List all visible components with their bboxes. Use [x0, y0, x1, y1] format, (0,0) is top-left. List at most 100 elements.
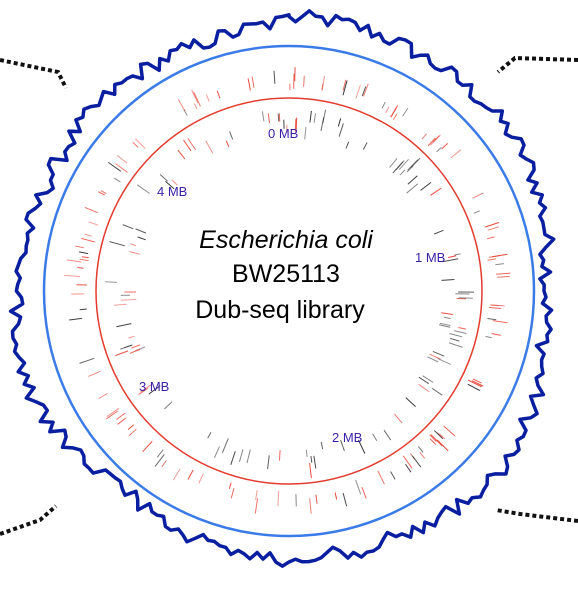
fragment-mark-dark — [122, 224, 134, 230]
fragment-mark-red — [183, 139, 192, 152]
fragment-mark-dark — [337, 118, 342, 127]
fragment-mark-dark — [156, 449, 164, 458]
fragment-mark-dark — [246, 449, 251, 464]
fragment-mark-dark — [362, 142, 368, 150]
fragment-mark-dark — [148, 385, 161, 395]
fragment-mark-red — [127, 424, 135, 430]
fragment-mark-red — [447, 255, 457, 258]
fragment-mark-dark — [417, 446, 424, 453]
fragment-mark-red — [491, 304, 499, 307]
fragment-mark-red — [129, 348, 141, 354]
fragment-mark-dark — [207, 431, 212, 439]
fragment-mark-dark — [442, 258, 459, 263]
fragment-mark-red — [450, 149, 462, 159]
fragment-mark-red — [113, 303, 127, 306]
fragment-mark-red — [472, 378, 482, 384]
fragment-mark-dark — [406, 183, 419, 194]
fragment-mark-dark — [392, 161, 404, 174]
fragment-mark-dark — [406, 165, 414, 173]
fragment-mark-red — [427, 137, 436, 147]
fragment-mark-dark — [109, 241, 125, 247]
fragment-mark-dark — [355, 479, 362, 495]
fragment-mark-dark — [431, 387, 443, 396]
fragment-mark-dark — [137, 236, 146, 241]
fragment-mark-dark — [320, 441, 324, 450]
fragment-mark-red — [295, 117, 298, 133]
fragment-mark-dark — [221, 438, 229, 453]
fragment-mark-red — [355, 84, 361, 99]
fragment-mark-dark — [165, 180, 175, 190]
inner-ring — [95, 97, 483, 485]
fragment-mark-dark — [381, 101, 386, 109]
fragment-mark-red — [117, 417, 127, 425]
fragment-mark-dark — [273, 70, 276, 84]
fragment-mark-dark — [473, 210, 480, 214]
fragment-mark-red — [342, 79, 347, 91]
fragment-mark-dark — [357, 439, 366, 454]
fragment-mark-red — [362, 83, 369, 97]
fragment-mark-red — [496, 272, 511, 275]
fragment-mark-dark — [79, 357, 95, 364]
tick-label-1mb: 1 MB — [415, 250, 445, 265]
fragment-mark-red — [198, 473, 204, 484]
fragment-mark-dark — [450, 337, 460, 342]
fragment-mark-red — [421, 133, 427, 140]
coverage-trace — [8, 9, 556, 568]
fragment-mark-red — [436, 439, 449, 452]
fragment-mark-dark — [154, 454, 165, 467]
fragment-mark-dark — [338, 123, 344, 137]
tick-label-2mb: 2 MB — [332, 430, 362, 445]
fragment-mark-red — [486, 236, 495, 240]
fragment-mark-dark — [116, 323, 132, 328]
fragment-mark-dark — [79, 251, 89, 255]
fragment-mark-red — [81, 256, 89, 259]
fragment-mark-red — [193, 91, 201, 107]
fragment-mark-red — [193, 103, 198, 110]
fragment-mark-red — [205, 140, 214, 154]
fragment-mark-red — [120, 298, 137, 301]
fragment-mark-dark — [402, 107, 409, 117]
fragment-mark-dark — [310, 456, 313, 463]
fragment-mark-red — [247, 78, 251, 91]
fragment-mark-dark — [159, 174, 168, 182]
fragment-mark-red — [77, 267, 84, 269]
fragment-mark-red — [105, 410, 118, 420]
fragment-mark-red — [487, 258, 496, 261]
fragment-mark-red — [106, 407, 120, 418]
fragment-mark-dark — [433, 430, 444, 440]
fragment-mark-red — [191, 89, 199, 104]
fragment-mark-red — [429, 434, 437, 442]
fragment-mark-dark — [313, 455, 317, 469]
fragment-mark-red — [116, 154, 128, 164]
fragment-mark-dark — [305, 449, 308, 458]
fragment-mark-red — [267, 113, 270, 124]
fragment-mark-dark — [441, 279, 455, 281]
fragment-mark-red — [66, 259, 82, 263]
fragment-mark-dark — [487, 318, 497, 321]
fragment-mark-dark — [495, 263, 505, 266]
fragment-mark-dark — [383, 429, 392, 441]
fragment-mark-dark — [420, 182, 432, 191]
fragment-mark-dark — [418, 376, 429, 385]
fragment-mark-red — [458, 327, 467, 330]
fragment-mark-dark — [449, 342, 463, 348]
fragment-mark-dark — [104, 281, 118, 283]
fragment-mark-dark — [69, 317, 82, 321]
fragment-mark-red — [140, 384, 152, 393]
fragment-marks — [64, 67, 511, 514]
fragment-mark-red — [489, 307, 502, 309]
fragment-mark-red — [131, 344, 141, 349]
fragment-mark-dark — [438, 324, 451, 328]
fragment-mark-dark — [390, 471, 396, 480]
fragment-mark-red — [492, 253, 508, 258]
fragment-mark-red — [116, 412, 126, 421]
fragment-mark-red — [187, 138, 197, 151]
fragment-mark-red — [130, 243, 137, 247]
fragment-mark-red — [487, 226, 499, 231]
fragment-mark-dark — [135, 228, 147, 234]
fragment-mark-dark — [313, 113, 316, 123]
fragment-mark-dark — [453, 330, 467, 335]
fragment-mark-red — [277, 490, 280, 507]
fragment-mark-red — [436, 432, 443, 438]
